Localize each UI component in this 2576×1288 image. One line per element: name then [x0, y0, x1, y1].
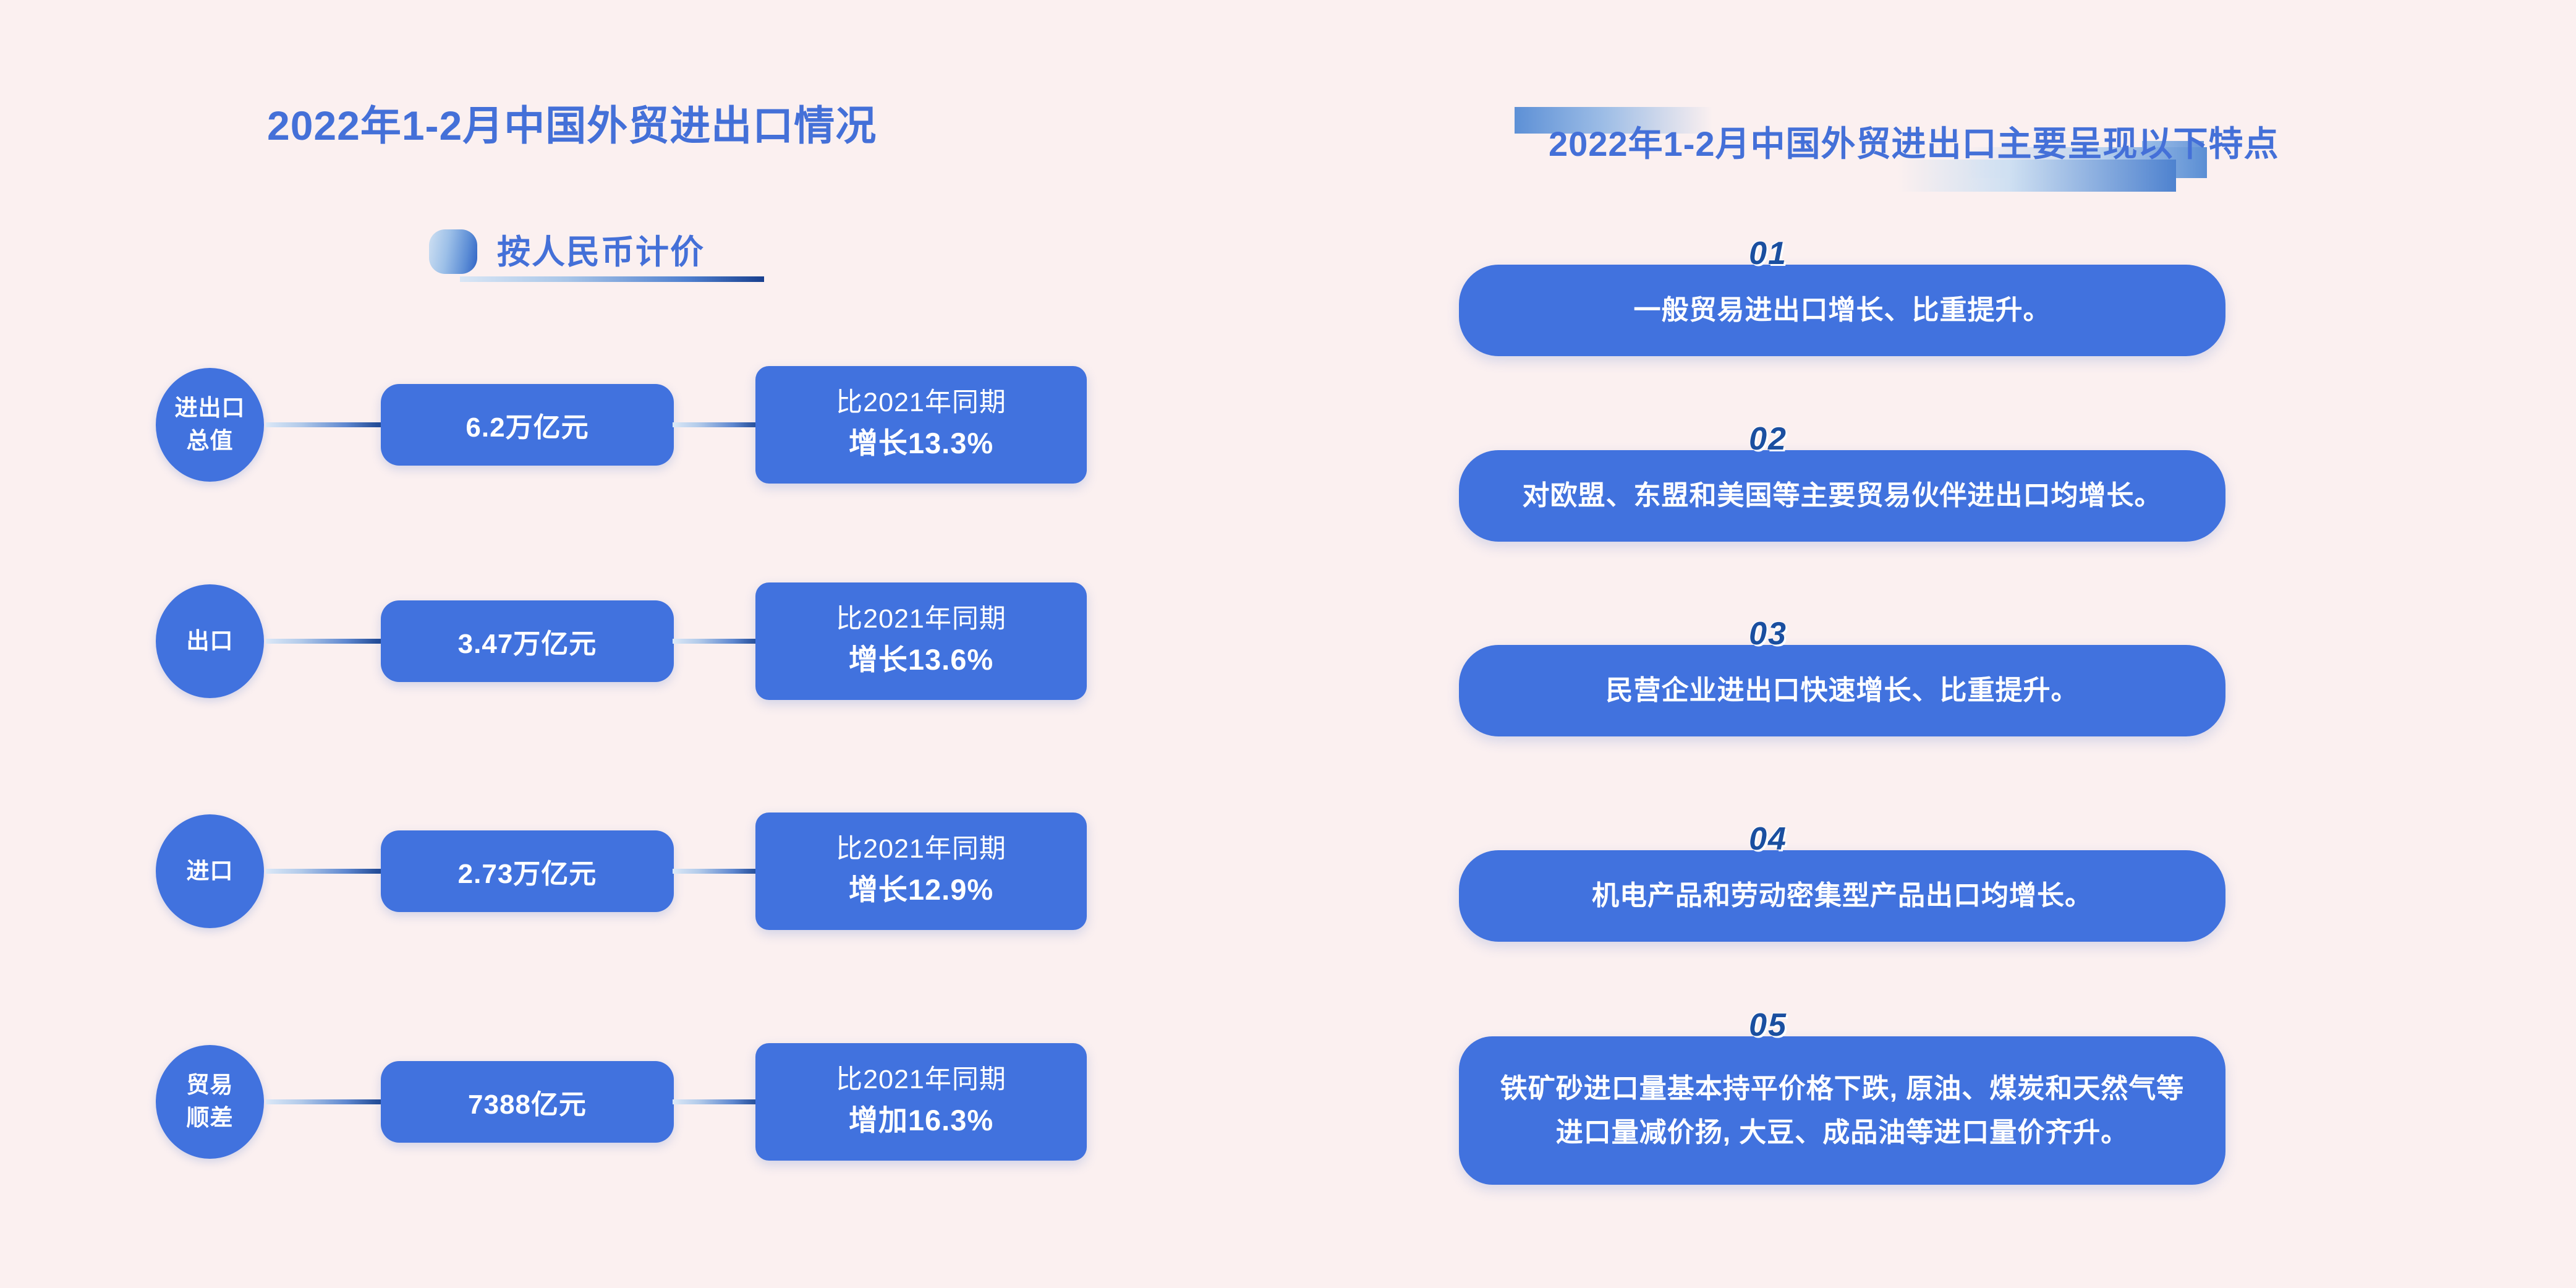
header-decoration-bar [1515, 107, 1712, 134]
feature-number: 01 [1749, 236, 1787, 271]
row-label-ellipse: 出口 [156, 584, 264, 698]
subtitle-group: 按人民币计价 [429, 220, 775, 288]
left-panel-title: 2022年1-2月中国外贸进出口情况 [267, 103, 877, 148]
growth-compare-label: 比2021年同期 [836, 604, 1006, 634]
row-growth-box: 比2021年同期 增长13.3% [755, 366, 1087, 484]
connector-line [673, 639, 759, 644]
row-value-box: 6.2万亿元 [381, 384, 674, 466]
left-panel: 2022年1-2月中国外贸进出口情况 按人民币计价 进出口 总值 6.2万亿元 … [156, 103, 1087, 1161]
feature-number: 02 [1749, 421, 1787, 457]
growth-compare-label: 比2021年同期 [836, 1065, 1006, 1095]
row-label-line: 出口 [186, 628, 234, 654]
row-label-ellipse: 进口 [156, 814, 264, 928]
feature-number: 04 [1749, 821, 1787, 857]
row-value-box: 2.73万亿元 [381, 830, 674, 912]
connector-line [673, 1099, 759, 1104]
header-decoration-bar [1898, 160, 2176, 192]
subtitle-underline [460, 276, 764, 282]
row-label-ellipse: 贸易 顺差 [156, 1045, 264, 1159]
subtitle-label: 按人民币计价 [497, 234, 705, 271]
connector-line [266, 422, 381, 427]
feature-pill: 铁矿砂进口量基本持平价格下跌, 原油、煤炭和天然气等进口量减价扬, 大豆、成品油… [1459, 1036, 2225, 1185]
connector-line [266, 639, 381, 644]
row-value-box: 7388亿元 [381, 1061, 674, 1143]
connector-line [673, 422, 759, 427]
row-label-line: 进口 [186, 858, 234, 884]
growth-value-label: 增长12.9% [848, 873, 994, 906]
right-panel: 2022年1-2月中国外贸进出口主要呈现以下特点 01 一般贸易进出口增长、比重… [1311, 0, 2576, 1288]
growth-value-label: 增加16.3% [848, 1104, 994, 1137]
feature-pill: 一般贸易进出口增长、比重提升。 [1459, 265, 2225, 356]
row-label-ellipse: 进出口 总值 [156, 368, 264, 482]
feature-number: 03 [1749, 616, 1787, 652]
feature-number: 05 [1749, 1007, 1787, 1043]
row-growth-box: 比2021年同期 增长12.9% [755, 812, 1087, 930]
feature-pill: 民营企业进出口快速增长、比重提升。 [1459, 645, 2225, 736]
row-label-line: 顺差 [186, 1105, 234, 1130]
row-value-box: 3.47万亿元 [381, 600, 674, 682]
growth-compare-label: 比2021年同期 [836, 834, 1006, 864]
growth-value-label: 增长13.3% [848, 427, 994, 460]
row-growth-box: 比2021年同期 增加16.3% [755, 1043, 1087, 1161]
growth-compare-label: 比2021年同期 [836, 388, 1006, 418]
row-growth-box: 比2021年同期 增长13.6% [755, 582, 1087, 700]
feature-pill: 机电产品和劳动密集型产品出口均增长。 [1459, 850, 2225, 942]
row-label-line: 贸易 [186, 1072, 234, 1098]
connector-line [673, 869, 759, 874]
row-label-line: 进出口 [174, 395, 245, 421]
right-panel-title: 2022年1-2月中国外贸进出口主要呈现以下特点 [1549, 124, 2279, 163]
feature-pill: 对欧盟、东盟和美国等主要贸易伙伴进出口均增长。 [1459, 450, 2225, 542]
subtitle-badge-icon [429, 229, 477, 274]
connector-line [266, 1099, 381, 1104]
row-label-line: 总值 [186, 428, 234, 453]
growth-value-label: 增长13.6% [848, 643, 994, 676]
right-header-group: 2022年1-2月中国外贸进出口主要呈现以下特点 [1311, 93, 2300, 198]
connector-line [266, 869, 381, 874]
